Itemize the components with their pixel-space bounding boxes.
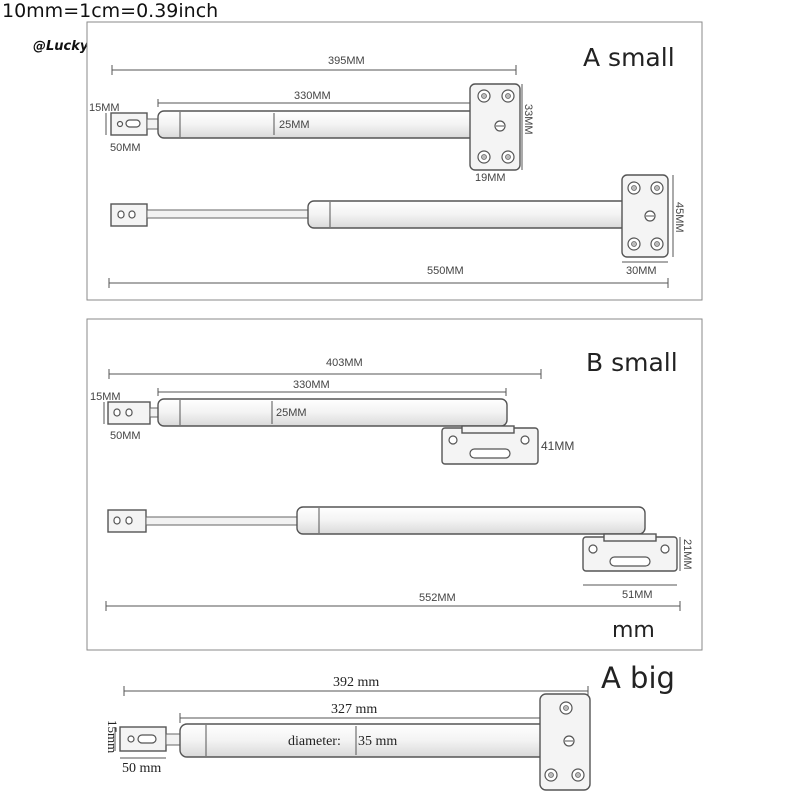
- plate-hole-center: [505, 93, 511, 99]
- strut-a-small-short: 395MM 330MM 25MM 15MM 50MM 33MM 19MM: [89, 55, 534, 184]
- fitting-slot: [113, 408, 121, 417]
- plate-hole-center: [481, 93, 487, 99]
- plate-hole-center: [505, 154, 511, 160]
- dim-plate-height-label: 41MM: [541, 439, 574, 453]
- fitting-slot: [125, 408, 133, 417]
- dim-plate-height-label: 33MM: [522, 104, 534, 135]
- strut-b-small-long: 21MM 51MM 552MM: [105, 506, 693, 611]
- dim-end-width-label: 50 mm: [122, 761, 161, 776]
- plate-hole-center: [654, 185, 660, 191]
- plate-hole-center: [575, 772, 581, 778]
- panel-a-small-title: A small: [583, 43, 675, 72]
- cylinder-body: [296, 506, 646, 535]
- unit-conversion-label: 10mm=1cm=0.39inch: [2, 0, 218, 22]
- dim-plate-height-label: 45MM: [673, 202, 685, 233]
- plate-hole-center: [654, 241, 660, 247]
- dim-plate-width-label: 30MM: [626, 265, 657, 277]
- dim-overall-label: 403MM: [326, 357, 363, 369]
- plate-hole: [660, 544, 670, 554]
- rod: [146, 118, 160, 130]
- rod: [145, 516, 299, 526]
- cylinder-body: [157, 398, 508, 427]
- plate-slot: [469, 448, 511, 459]
- dim-body-label: 330MM: [293, 379, 330, 391]
- dim-diameter-title: diameter:: [288, 734, 341, 749]
- plate-hole-center: [631, 241, 637, 247]
- strut-b-small-short: 403MM 330MM 25MM 15MM 50MM 41MM: [90, 357, 574, 465]
- plate-hole-center: [563, 705, 569, 711]
- plate-hole-center: [548, 772, 554, 778]
- dim-overall-label: 395MM: [328, 55, 365, 67]
- dim-plate-width-label: 51MM: [622, 589, 653, 601]
- fitting-slot: [125, 516, 133, 525]
- fitting-slot: [137, 734, 157, 744]
- fitting-slot: [125, 119, 141, 128]
- panel-a-big-title: A big: [601, 661, 675, 695]
- plate-hole-center: [481, 154, 487, 160]
- dim-end-height-label: 15MM: [90, 391, 121, 403]
- dim-plate-width-label: 19MM: [475, 172, 506, 184]
- fitting-slot: [117, 210, 125, 219]
- fitting-hole: [127, 735, 135, 743]
- plate-hole: [520, 435, 530, 445]
- plate-slot: [609, 556, 651, 567]
- strut-a-big: 392 mm 327 mm diameter: 35 mm 15mm 50 mm: [105, 675, 591, 791]
- dim-body-label: 327 mm: [331, 702, 377, 717]
- dim-plate-height-label: 21MM: [681, 539, 693, 570]
- dim-overall-label: 552MM: [419, 592, 456, 604]
- plate-hinge: [603, 533, 657, 542]
- dim-end-width-label: 50MM: [110, 430, 141, 442]
- panel-b-unit-label: mm: [612, 618, 655, 643]
- panel-b-small-title: B small: [586, 348, 678, 377]
- dim-diameter-label: 25MM: [276, 407, 307, 419]
- panel-a-small: [86, 21, 703, 301]
- plate-hole-center: [631, 185, 637, 191]
- cylinder-body: [307, 200, 653, 229]
- strut-a-small-long: 45MM 30MM 550MM: [108, 174, 685, 288]
- fitting-slot: [128, 210, 136, 219]
- dim-overall-label: 550MM: [427, 265, 464, 277]
- dim-diameter-label: 25MM: [279, 119, 310, 131]
- plate-hole: [448, 435, 458, 445]
- dim-body-label: 330MM: [294, 90, 331, 102]
- fitting-hole: [116, 120, 124, 128]
- dim-overall-label: 392 mm: [333, 675, 379, 690]
- dim-end-height-label: 15MM: [89, 102, 120, 114]
- fitting-slot: [113, 516, 121, 525]
- dim-diameter-label: 35 mm: [358, 734, 397, 749]
- plate-hole: [588, 544, 598, 554]
- rod: [146, 209, 311, 219]
- dim-end-width-label: 50MM: [110, 142, 141, 154]
- cylinder-body: [157, 110, 511, 139]
- plate-hinge: [461, 425, 515, 434]
- dim-end-height-label: 15mm: [105, 720, 120, 753]
